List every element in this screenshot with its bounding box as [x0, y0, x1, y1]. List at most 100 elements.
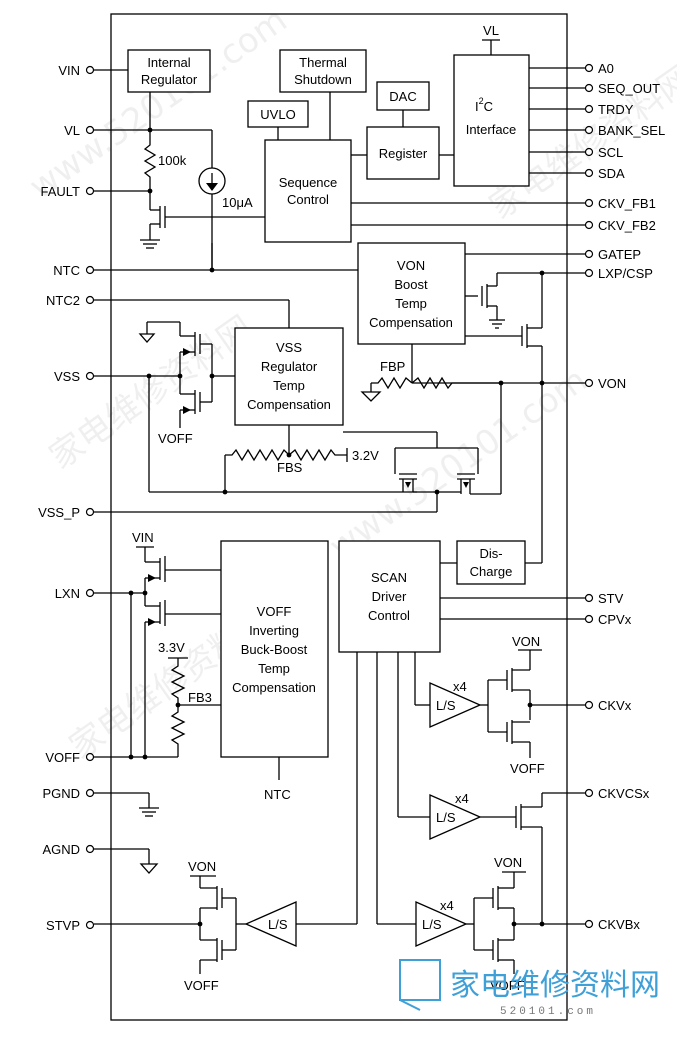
pin-ntc2 — [85, 295, 95, 305]
vl-top-label: VL — [483, 23, 499, 38]
pin-ntc — [85, 265, 95, 275]
pin-a0-label: A0 — [598, 61, 614, 76]
dac-text: DAC — [389, 89, 416, 104]
discharge-text-1: Dis- — [479, 546, 502, 561]
register-block — [366, 126, 440, 180]
thermal-text-2: Shutdown — [294, 72, 352, 87]
pin-agnd — [85, 844, 95, 854]
pin-fault — [85, 186, 95, 196]
vss-regulator-section: VSS Regulator Temp Compensation VO — [94, 299, 479, 513]
uvlo-text: UVLO — [260, 107, 295, 122]
voff-text-5: Compensation — [232, 680, 316, 695]
pin-gatep-label: GATEP — [598, 247, 641, 262]
scan-text-3: Control — [368, 608, 410, 623]
pin-vl — [85, 125, 95, 135]
thermal-text-1: Thermal — [299, 55, 347, 70]
sequence-control-block — [264, 139, 352, 243]
v33-label: 3.3V — [158, 640, 185, 655]
watermark-logo-text: 家电维修资料网 — [450, 968, 660, 1003]
left-pins: VIN VL FAULT NTC NTC2 VSS VSS_P LXN VOFF… — [38, 63, 128, 933]
fbs-label: FBS — [277, 460, 303, 475]
ntc-bottom-label: NTC — [264, 787, 291, 802]
pin-scl-label: SCL — [598, 145, 623, 160]
ls-buffer-ckvbx — [415, 901, 468, 947]
fb3-label: FB3 — [188, 690, 212, 705]
scan-text-2: Driver — [372, 589, 407, 604]
i2c-text: I2C — [475, 96, 493, 114]
pin-vl-label: VL — [64, 123, 80, 138]
discharge-text-2: Charge — [470, 564, 513, 579]
x4-label-2: x4 — [455, 791, 469, 806]
pin-seq-out-label: SEQ_OUT — [598, 81, 660, 96]
internal-regulator-text-2: Regulator — [141, 72, 198, 87]
voff-inverting-block — [220, 540, 329, 758]
von-boost-section: VON Boost Temp Compensation — [357, 242, 585, 564]
pin-fault-label: FAULT — [41, 184, 81, 199]
internal-regulator-text-1: Internal — [147, 55, 190, 70]
voff-text-1: VOFF — [257, 604, 292, 619]
right-pins: A0 SEQ_OUT TRDY BANK_SEL SCL SDA CKV_FB1… — [584, 61, 665, 932]
pin-sda-label: SDA — [598, 166, 625, 181]
pin-vin-label: VIN — [58, 63, 80, 78]
von-boost-text-2: Boost — [394, 277, 428, 292]
dac-block — [376, 81, 430, 111]
ls-buffer-ckvcsx — [429, 794, 482, 840]
ls-label-4: L/S — [268, 917, 288, 932]
pin-ntc-label: NTC — [53, 263, 80, 278]
von-boost-text-3: Temp — [395, 296, 427, 311]
von-stvp-label: VON — [188, 859, 216, 874]
i10ua-label: 10μA — [222, 195, 253, 210]
pin-von-label: VON — [598, 376, 626, 391]
pin-bank-sel-label: BANK_SEL — [598, 123, 665, 138]
pin-cpvx-label: CPVx — [598, 612, 632, 627]
pin-ckvbx-label: CKVBx — [598, 917, 640, 932]
ground-section — [94, 792, 159, 874]
pin-vin — [85, 65, 95, 75]
pin-lxn-label: LXN — [55, 586, 80, 601]
vss-regulator-block — [234, 327, 344, 426]
regulator-section: Internal Regulator 100k 10μA — [94, 49, 358, 273]
watermark-url-text: 520101.com — [500, 1006, 596, 1018]
pin-ckvx-label: CKVx — [598, 698, 632, 713]
pin-voff — [85, 752, 95, 762]
pin-ntc2-label: NTC2 — [46, 293, 80, 308]
pin-stvp — [85, 920, 95, 930]
ic-outline — [110, 13, 568, 1021]
pin-vss-p-label: VSS_P — [38, 505, 80, 520]
pin-ckvcsx-label: CKVCSx — [598, 786, 650, 801]
voff-text-2: Inverting — [249, 623, 299, 638]
ls-label-3: L/S — [422, 917, 442, 932]
sequence-text-1: Sequence — [279, 175, 338, 190]
von-ckvx-label: VON — [512, 634, 540, 649]
i2c-text-2: Interface — [466, 122, 517, 137]
pin-voff-label: VOFF — [45, 750, 80, 765]
pin-lxp-csp-label: LXP/CSP — [598, 266, 653, 281]
ls-label-1: L/S — [436, 698, 456, 713]
von-ckvb-label: VON — [494, 855, 522, 870]
pin-vss-label: VSS — [54, 369, 80, 384]
vss-reg-text-3: Temp — [273, 378, 305, 393]
v32-label: 3.2V — [352, 448, 379, 463]
stvp-section: L/S VON VOFF — [94, 859, 297, 993]
x4-label-1: x4 — [453, 679, 467, 694]
voff-text-4: Temp — [258, 661, 290, 676]
voff-ckvx-label: VOFF — [510, 761, 545, 776]
pin-ckv-fb2-label: CKV_FB2 — [598, 218, 656, 233]
voff-ckvb-label: VOFF — [490, 978, 525, 993]
internal-regulator-block — [127, 49, 211, 93]
voff-section: VOFF Inverting Buck-Boost Temp Compensat… — [94, 530, 329, 802]
pin-trdy-label: TRDY — [598, 102, 634, 117]
r100k-label: 100k — [158, 153, 187, 168]
scan-text-1: SCAN — [371, 570, 407, 585]
scan-driver-block — [338, 540, 441, 653]
von-boost-text-1: VON — [397, 258, 425, 273]
pin-ckv-fb1-label: CKV_FB1 — [598, 196, 656, 211]
von-boost-text-4: Compensation — [369, 315, 453, 330]
svg-text:www.520101.com: www.520101.com — [322, 360, 594, 567]
pin-pgnd-label: PGND — [42, 786, 80, 801]
control-section: Thermal Shutdown UVLO Sequence Control D… — [247, 23, 585, 243]
fbp-label: FBP — [380, 359, 405, 374]
vss-reg-text-1: VSS — [276, 340, 302, 355]
pin-agnd-label: AGND — [42, 842, 80, 857]
voff-text-3: Buck-Boost — [241, 642, 308, 657]
